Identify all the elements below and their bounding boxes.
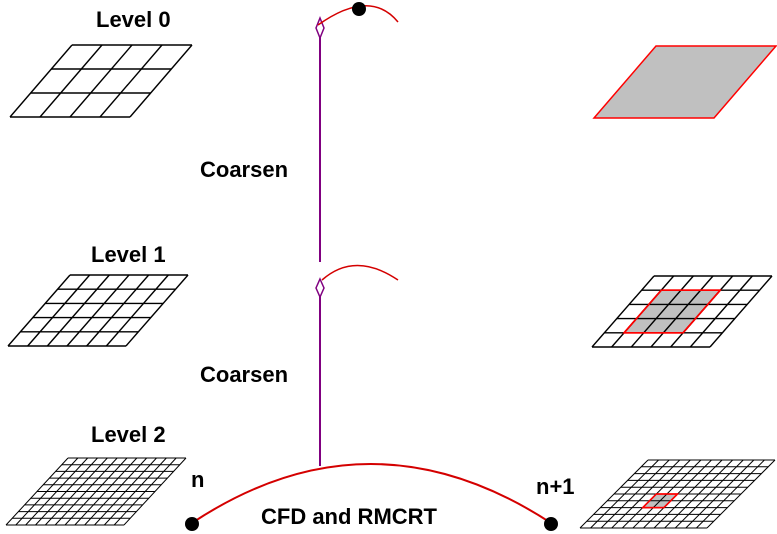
grid-line <box>674 459 744 529</box>
grid-line <box>709 275 773 348</box>
grid-line <box>7 274 71 347</box>
grid-line <box>46 274 110 347</box>
refined-level-highlight <box>622 289 723 334</box>
grid-line <box>590 459 659 529</box>
coarsen-label-upper: Coarsen <box>200 157 288 182</box>
grid-line <box>35 457 98 526</box>
grid-line <box>74 457 138 526</box>
grid-line <box>69 44 133 118</box>
grid-line <box>653 459 723 529</box>
grid-line <box>696 459 765 529</box>
grid-line <box>54 457 118 526</box>
grid-line <box>129 44 193 118</box>
timestep-dot-n <box>185 517 199 531</box>
grid-line <box>113 457 177 526</box>
time-label-n-plus-1: n+1 <box>536 474 575 499</box>
grid-line <box>630 275 694 348</box>
level-0-grid-left <box>9 44 193 118</box>
grid-line <box>9 44 73 118</box>
grid-line <box>650 275 714 348</box>
grid-line <box>94 457 157 526</box>
grid-line <box>685 459 755 529</box>
level-1-label: Level 1 <box>91 242 166 267</box>
grid-line <box>86 274 150 347</box>
grid-line <box>579 459 649 529</box>
level-2-grid-left <box>5 457 187 526</box>
level-0-label: Level 0 <box>96 7 171 32</box>
grid-line <box>600 459 670 529</box>
level-1-grid-right <box>591 275 773 348</box>
timestep-arc-level-2 <box>191 463 552 524</box>
level-0-grid-right <box>592 45 777 119</box>
level-1-grid-left <box>7 274 189 347</box>
grid-line <box>15 457 79 526</box>
grid-line <box>66 274 130 347</box>
grid-line <box>125 274 189 347</box>
grid-line <box>25 457 89 526</box>
grid-line <box>664 459 734 529</box>
timestep-dot-top <box>352 2 366 16</box>
grid-line <box>611 459 681 529</box>
grid-line <box>44 457 108 526</box>
process-label: CFD and RMCRT <box>261 504 438 529</box>
refined-level-highlight-border <box>622 289 723 334</box>
coarsen-label-lower: Coarsen <box>200 362 288 387</box>
grid-line <box>591 275 655 348</box>
grid-line <box>99 44 163 118</box>
grid-line <box>103 457 167 526</box>
grid-line <box>5 457 69 526</box>
time-label-n: n <box>191 467 204 492</box>
level-2-label: Level 2 <box>91 422 166 447</box>
grid-line <box>123 457 187 526</box>
timestep-arc-level-1 <box>321 264 399 281</box>
grid-line <box>39 44 103 118</box>
grid-line <box>105 274 169 347</box>
level-2-grid-right <box>579 459 776 529</box>
grid-line <box>64 457 128 526</box>
grid-line <box>706 459 776 529</box>
grid-line <box>84 457 148 526</box>
coarse-level-highlight <box>592 45 777 119</box>
timestep-dot-n-plus-1 <box>544 517 558 531</box>
finest-level-highlight-border <box>640 493 680 509</box>
grid-line <box>27 274 91 347</box>
coarsen-arrow-lower-head <box>315 277 325 299</box>
grid-line <box>689 275 753 348</box>
